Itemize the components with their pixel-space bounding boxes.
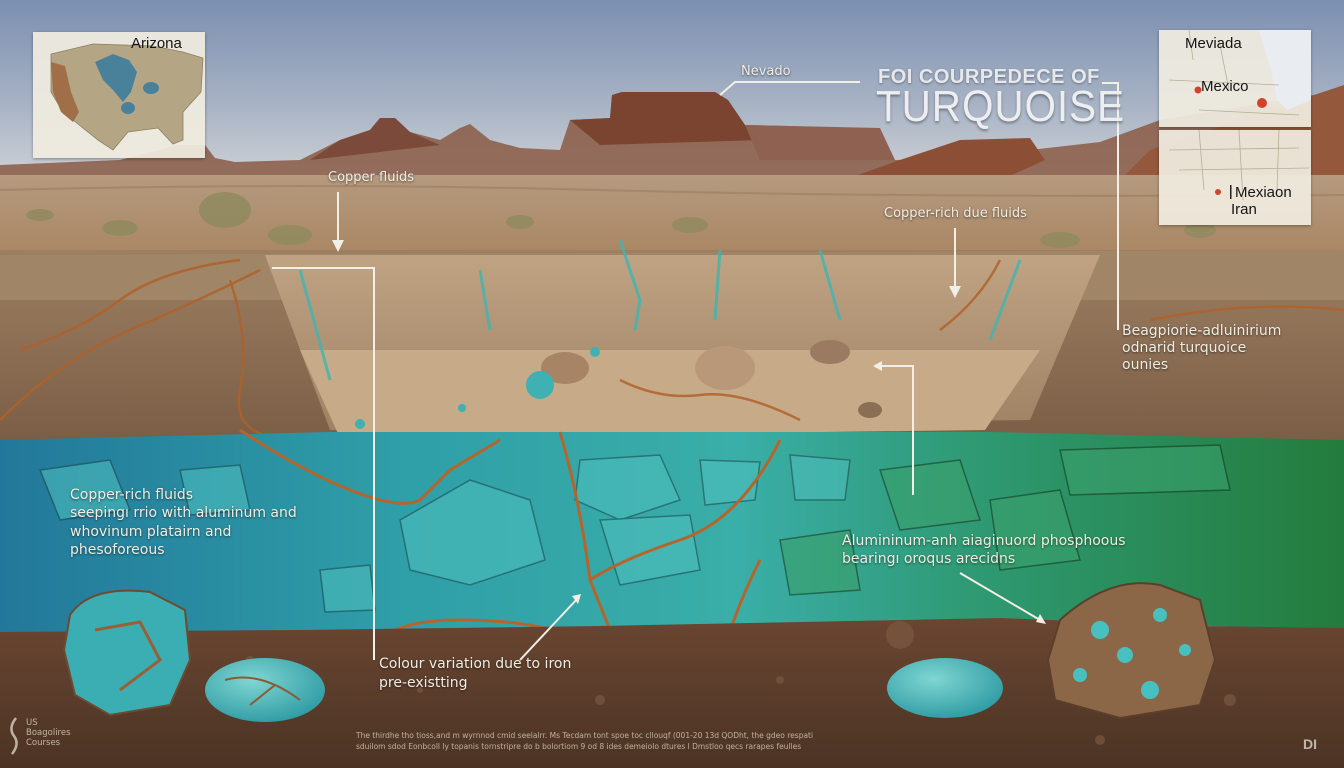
callout-copper-rich-due-fluids: Copper-rich due fluids [884, 206, 1027, 221]
map-label-mexico: Mexico [1201, 78, 1249, 95]
callout-copper-rich-seeping: Copper-rich fluids seepingı rrio with al… [70, 486, 297, 560]
callout-aluminum-line2: bearingı oroqus arecidns [842, 551, 1016, 568]
map-label-iran: Iran [1231, 201, 1257, 218]
callout-seeping-line1: Copper-rich fluids [70, 487, 194, 503]
title-main: TURQUOISE [876, 82, 1125, 131]
callout-seeping-line2: seepingı rrio with aluminum and [70, 505, 297, 522]
south-map-graphic [1168, 130, 1310, 201]
east-map-graphic [1168, 30, 1311, 116]
callout-seeping-line3: whovinum platairn and [70, 523, 232, 540]
map-label-mexiaon: Mexiaon [1235, 184, 1292, 201]
footer-line1: The thirdhe tho tioss,and m wyrnnod cmid… [356, 731, 814, 740]
callout-aluminum-bearing: Alumininum-anh aiaginuord phosphoous bea… [842, 532, 1126, 568]
callout-aluminum-line1: Alumininum-anh aiaginuord phosphoous [842, 533, 1126, 549]
footer-line2: sduilom sdod Eonbcoll ly topanis tornstr… [356, 741, 802, 751]
callout-beagpiorie-line2: odnarid turquoice [1122, 339, 1247, 356]
corner-watermark: DI [1303, 736, 1317, 752]
source-logo: US Boagolires Courses [6, 716, 86, 756]
inset-map-east: Meviada Mexico [1159, 30, 1311, 127]
logo-line1: US [26, 718, 38, 728]
callout-colour-line2: pre-existting [379, 674, 468, 691]
logo-line2: Boagolires [26, 727, 71, 738]
callout-beagpiorie-line3: ounies [1122, 356, 1169, 373]
map-label-meviada: Meviada [1185, 35, 1242, 52]
callout-nevado: Nevado [741, 64, 791, 79]
callout-beagpiorie-line1: Beagpiorie-adluinirium [1122, 323, 1282, 339]
inset-map-us-south: Mexiaon Iran [1159, 130, 1311, 225]
map-label-arizona: Arizona [131, 35, 182, 52]
logo-line3: Courses [26, 737, 61, 748]
callout-beagpiorie: Beagpiorie-adluinirium odnarid turquoice… [1122, 323, 1281, 373]
callout-colour-line1: Colour variation due to iron [379, 656, 572, 672]
title-subtitle: FOI COURPEDECE OF [878, 66, 1100, 88]
callout-colour-variation: Colour variation due to iron pre-existti… [379, 655, 571, 693]
callout-seeping-line4: phesoforeous [70, 542, 165, 559]
inset-map-usa: Arizona [33, 32, 205, 158]
callout-copper-fluids: Copper fluids [328, 170, 415, 185]
us-map-graphic [50, 43, 204, 151]
footer-caption: The thirdhe tho tioss,and m wyrnnod cmid… [356, 731, 856, 753]
swirl-logo-icon [10, 717, 18, 755]
